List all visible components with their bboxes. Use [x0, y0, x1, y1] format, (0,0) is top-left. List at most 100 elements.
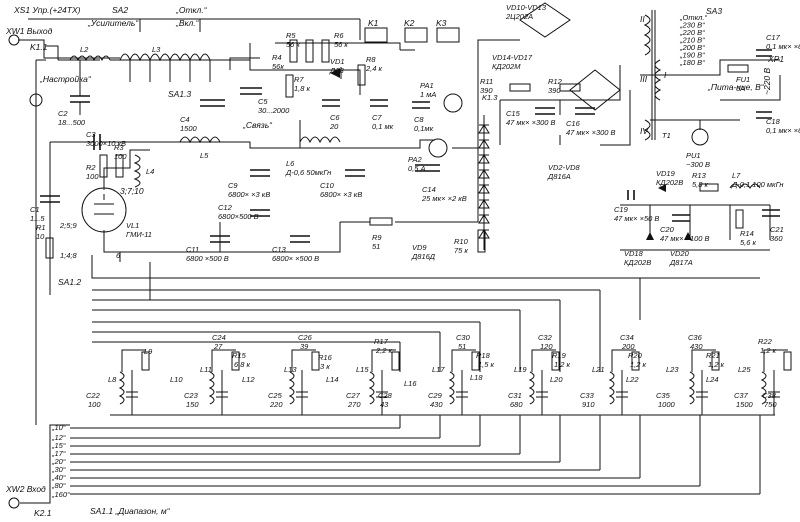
coil-l18: L18	[470, 373, 483, 382]
relay-k3: K3	[436, 18, 447, 28]
coil-l9: L9	[144, 347, 153, 356]
val-c17: 0,1 мк× ×600 В	[766, 42, 800, 51]
band-7: „80“	[51, 481, 66, 490]
val-r10: 75 к	[454, 246, 468, 255]
filter-res-3	[391, 351, 400, 371]
tube-pins-grid: 2;5;9	[59, 221, 78, 230]
coil-l25: L25	[738, 365, 751, 374]
ref-vl1: VL1	[126, 221, 139, 230]
filter-val-c35: 1000	[658, 400, 676, 409]
winding-iv: IV	[640, 126, 649, 136]
filter-ref-c31: C31	[508, 391, 522, 400]
val-c10: 6800× ×3 кВ	[320, 190, 362, 199]
val-c20: 47 мк× ×100 В	[660, 234, 710, 243]
filter-ref-c29: C29	[428, 391, 443, 400]
val-c21: 360	[770, 234, 783, 243]
val-c11: 6800 ×500 В	[186, 254, 229, 263]
filter-ref-r17: R17	[374, 337, 389, 346]
filter-cap-5	[536, 370, 548, 415]
filter-ref-c25: C25	[268, 391, 283, 400]
filter-res-2	[311, 351, 320, 371]
filter-coil-8	[760, 371, 767, 405]
filter-ref-r18: R18	[476, 351, 491, 360]
filter-val-r19: 1,2 к	[554, 360, 571, 369]
filter-link-3	[371, 349, 396, 372]
filter-coil-0	[118, 371, 125, 405]
val-c15: 47 мк× ×300 В	[506, 118, 556, 127]
sa3-caption: „Пита-ние, В“	[707, 82, 765, 92]
mains-label: ~220 В	[762, 67, 772, 95]
filter-val-r21: 1,2 к	[708, 360, 725, 369]
val-r14: 5,6 к	[740, 238, 757, 247]
filter-ref-c27: C27	[346, 391, 361, 400]
xw1-label: XW1 Выход	[5, 26, 53, 36]
val-c16: 47 мк× ×300 В	[566, 128, 616, 137]
sa2-label: SA2	[112, 5, 128, 15]
filter-ref-c38: C38	[762, 391, 777, 400]
ref-r14: R14	[740, 229, 754, 238]
val-c8: 0,1мк	[414, 124, 434, 133]
filter-val-c31: 680	[510, 400, 523, 409]
ref-c10: C10	[320, 181, 335, 190]
val-r4: 56к	[272, 62, 284, 71]
ref-vd9: VD9	[412, 243, 427, 252]
filter-ref-c30: C30	[456, 333, 471, 342]
filter-ref-r22: R22	[758, 337, 773, 346]
ref-l3: L3	[152, 45, 161, 54]
voltage-tap-6: „180 В“	[679, 58, 705, 67]
k11-label: K1.1	[30, 42, 48, 52]
ref-r5: R5	[286, 31, 296, 40]
filter-ref-r20: R20	[628, 351, 643, 360]
filter-val-c27: 270	[347, 400, 361, 409]
filter-link-5	[531, 349, 556, 372]
ref-c5: C5	[258, 97, 268, 106]
val-pa1: 1 мА	[420, 90, 436, 99]
filter-cap-6	[616, 370, 628, 415]
coil-l23: L23	[666, 365, 679, 374]
val-r3: 100	[114, 152, 127, 161]
filter-res-5	[551, 351, 560, 371]
filter-ref-c26: C26	[298, 333, 313, 342]
filter-ref-r16: R16	[318, 353, 333, 362]
voltage-labels: „Откл.“„230 В“„220 В“„210 В“„200 В“„190 …	[679, 13, 707, 67]
filter-val-c38: 750	[764, 400, 777, 409]
ref-r2: R2	[86, 163, 96, 172]
filter-ref-c24: C24	[212, 333, 226, 342]
ref-c2: C2	[58, 109, 68, 118]
coil-l8: L8	[108, 375, 117, 384]
val-l6: Д-0,6 50мкГн	[285, 168, 331, 177]
band-4: „20“	[51, 457, 66, 466]
val-r7: 1,8 к	[294, 84, 311, 93]
filter-cap-2	[296, 370, 308, 415]
filter-cap-4	[456, 370, 468, 415]
ref-r11: R11	[480, 77, 493, 86]
ref-vd14-vd17: VD14-VD17	[492, 53, 533, 62]
ref-c6: C6	[330, 113, 340, 122]
filter-coil-1	[208, 371, 215, 405]
ref-r8: R8	[366, 55, 376, 64]
ref-vd20: VD20	[670, 249, 690, 258]
val-r9: 51	[372, 242, 380, 251]
coil-l16: L16	[404, 379, 417, 388]
voltage-tap-4: „200 В“	[679, 43, 705, 52]
ref-r1: R1	[36, 223, 46, 232]
ref-pa1: PA1	[420, 81, 434, 90]
val-vd10-vd13: 2Ц202А	[505, 12, 533, 21]
ref-c21: C21	[770, 225, 784, 234]
ref-c12: C12	[218, 203, 233, 212]
tuning-label: „Настройка“	[39, 74, 92, 84]
filter-link-7	[691, 349, 716, 372]
tube-pins-cathode: 1;4;8	[60, 251, 78, 260]
val-c14: 25 мк× ×2 кВ	[421, 194, 467, 203]
filter-coil-7	[688, 371, 695, 405]
filter-cap-7	[696, 370, 708, 415]
val-c2: 18...500	[58, 118, 86, 127]
filter-val-r17: 2,2 к	[375, 346, 393, 355]
filter-val-c30: 51	[458, 342, 466, 351]
filter-val-c22: 100	[88, 400, 101, 409]
ref-r10: R10	[454, 237, 469, 246]
sa1-caption: SA1.1 „Диапазон, м“	[90, 506, 171, 516]
ref-vd2-vd8: VD2-VD8	[548, 163, 581, 172]
ref-c17: C17	[766, 33, 781, 42]
